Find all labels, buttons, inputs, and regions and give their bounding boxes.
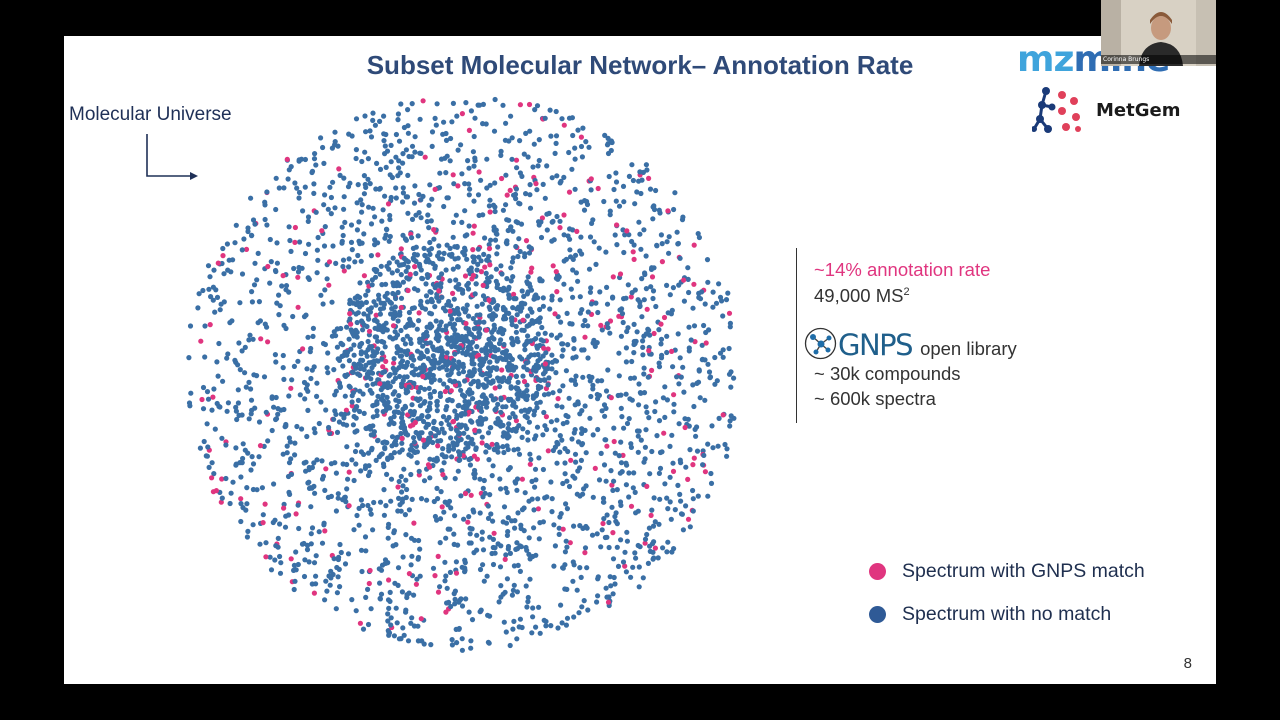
legend-match-dot: [869, 563, 886, 580]
legend-match-label: Spectrum with GNPS match: [902, 560, 1145, 582]
compounds-text: ~ 30k compounds: [814, 363, 961, 384]
slide-number: 8: [1183, 655, 1192, 672]
participant-name: Corinna Brungs: [1101, 55, 1216, 64]
ms2-count-text: 49,000 MS2: [814, 285, 910, 306]
gnps-logo-text: GNPS: [838, 328, 914, 362]
corner-arrow-icon: [146, 134, 198, 180]
spectra-text: ~ 600k spectra: [814, 388, 936, 409]
metgem-molecule-icon: [1032, 87, 1081, 133]
gnps-row: GNPS open library: [804, 327, 1017, 360]
legend-item-no-match: Spectrum with no match: [869, 603, 1111, 626]
molecular-network-plot: [186, 96, 737, 653]
molecular-universe-label: Molecular Universe: [69, 104, 232, 125]
annotation-rate-text: ~14% annotation rate: [814, 259, 991, 280]
gnps-library-text: open library: [920, 338, 1017, 359]
metgem-logo: MetGem: [1032, 85, 1180, 135]
annotation-stats: ~14% annotation rate 49,000 MS2 GNPS ope…: [796, 248, 1017, 423]
webcam-thumbnail[interactable]: Corinna Brungs: [1101, 0, 1216, 66]
gnps-network-icon: [804, 327, 837, 360]
slide-title: Subset Molecular Network– Annotation Rat…: [366, 50, 914, 80]
slide: Subset Molecular Network– Annotation Rat…: [64, 36, 1216, 684]
participant-video: [1101, 0, 1216, 66]
legend-no-match-label: Spectrum with no match: [902, 603, 1112, 625]
legend-no-match-dot: [869, 606, 886, 623]
legend-item-match: Spectrum with GNPS match: [869, 560, 1145, 583]
